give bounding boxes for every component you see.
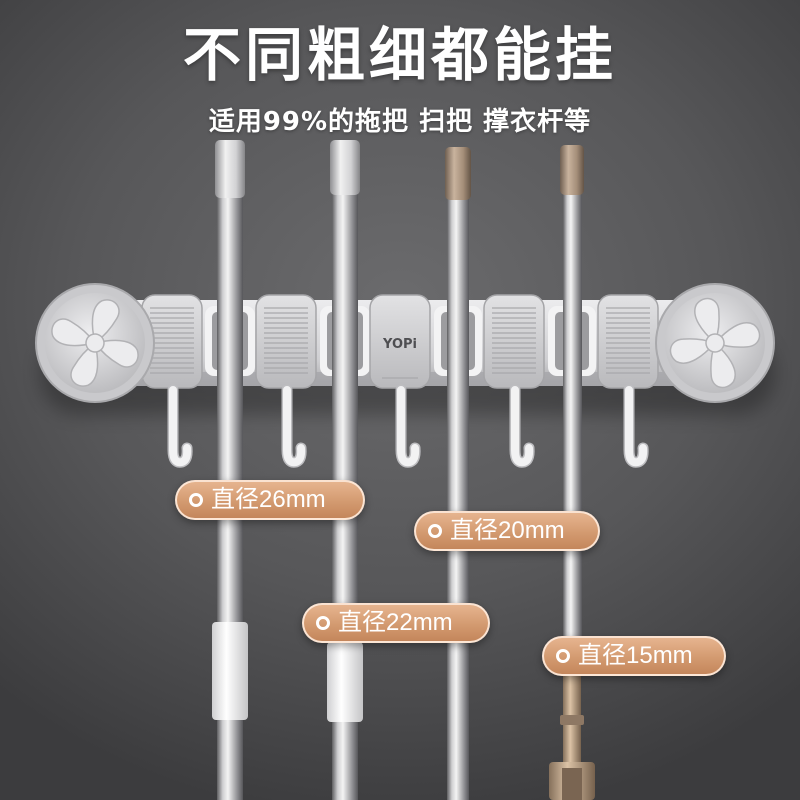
circle-dot-icon [316,616,330,630]
suction-disk-right [655,283,775,403]
diameter-label-15mm: 直径15mm [542,636,726,676]
suction-disk-left [35,283,155,403]
mop-bracket-slot [562,768,582,800]
circle-dot-icon [556,649,570,663]
pole-15mm [549,145,595,800]
circle-dot-icon [189,493,203,507]
hooks [167,384,649,468]
clamp-grip [483,294,545,389]
diameter-label-text: 直径15mm [578,642,693,669]
fan-knob-icon [669,297,761,389]
clamps: YOPi [141,294,659,389]
brand-logo: YOPi [382,337,417,352]
hook [397,386,420,467]
hook [283,386,306,467]
pole-shaft [447,197,469,800]
pole-22mm [327,140,363,800]
pole-26mm [212,140,248,800]
pole-shaft [563,192,582,652]
diameter-label-20mm: 直径20mm [414,511,600,551]
clamp-grip [255,294,317,389]
pole-cap [215,140,245,198]
diameter-label-text: 直径20mm [450,517,565,544]
hook [511,386,534,467]
pole-cap [560,145,584,195]
clamp-grip [597,294,659,389]
pole-20mm [445,147,471,800]
pole-cap [330,140,360,195]
hook [169,386,192,467]
diameter-label-26mm: 直径26mm [175,480,365,520]
headline-title: 不同粗细都能挂 [182,21,617,89]
diameter-label-22mm: 直径22mm [302,603,490,643]
pole-sleeve [327,642,363,722]
clamp-grip [141,294,203,389]
pole-sleeve [212,622,248,720]
diameter-label-text: 直径26mm [211,486,326,513]
pole-lower-shaft [563,652,581,764]
hook [625,386,648,467]
pole-cap [445,147,471,200]
headline-subtitle: 适用99%的拖把 扫把 撑衣杆等 [208,107,592,137]
diameter-label-text: 直径22mm [338,609,453,636]
fan-knob-icon [51,299,139,387]
circle-dot-icon [428,524,442,538]
clamp-grip-logo: YOPi [369,294,431,389]
pole-joint [560,715,584,725]
